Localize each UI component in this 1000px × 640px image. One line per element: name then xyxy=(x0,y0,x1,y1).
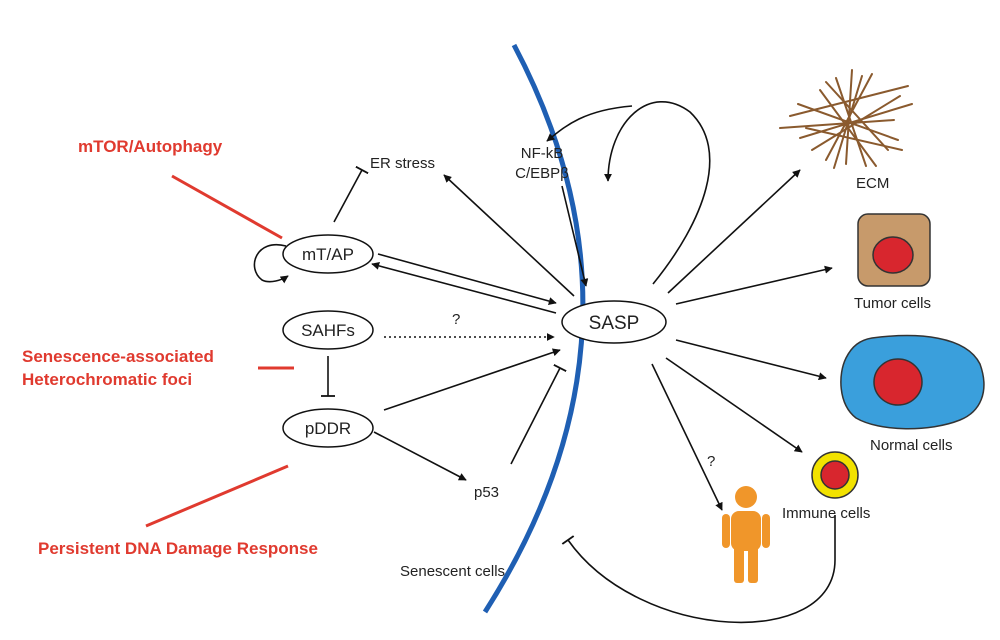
arrow-sasp-to-tumor xyxy=(675,265,833,305)
inhibit-line-p53-sasp xyxy=(510,364,567,465)
node-mtap xyxy=(282,234,374,274)
p53-label: p53 xyxy=(474,484,499,501)
pointer-line-pddr xyxy=(145,464,289,528)
node-sasp-label: SASP xyxy=(589,313,640,334)
tumor-cells-label: Tumor cells xyxy=(854,295,931,312)
arrow-nfkb-to-sasp xyxy=(561,185,589,287)
annotation-sahf-line1: Senescence-associated xyxy=(22,347,214,366)
node-pddr xyxy=(282,408,374,448)
arrow-sasp-to-organism xyxy=(651,363,723,511)
node-pddr-label: pDDR xyxy=(305,419,351,438)
annotation-mtor-autophagy: mTOR/Autophagy xyxy=(78,137,223,156)
arrow-sasp-to-immune xyxy=(665,357,803,453)
arrow-pddr-to-p53 xyxy=(373,431,467,481)
cebp-label: C/EBPβ xyxy=(515,165,569,182)
tumor-nucleus-icon xyxy=(872,236,914,274)
arrow-sasp-to-mtap xyxy=(371,261,557,314)
senescent-cells-label: Senescent cells xyxy=(400,563,505,580)
annotation-pddr: Persistent DNA Damage Response xyxy=(38,539,318,558)
arrow-sasp-to-er-stress xyxy=(443,174,575,297)
inhibit-line-mtap-er-stress xyxy=(333,165,369,223)
annotation-sahf-line2: Heterochromatic foci xyxy=(22,370,192,389)
normal-nucleus-icon xyxy=(873,358,923,406)
ecm-fibers-icon xyxy=(779,69,913,169)
person-icon xyxy=(722,486,770,583)
node-sasp xyxy=(561,300,667,344)
normal-cells-label: Normal cells xyxy=(870,437,953,454)
immune-nucleus-icon xyxy=(820,460,850,490)
arrow-sasp-to-normal xyxy=(675,339,827,381)
immune-cells-label: Immune cells xyxy=(782,505,870,522)
inhibit-line-immune-to-senescent xyxy=(561,515,836,624)
arrow-sasp-to-ecm xyxy=(667,169,801,294)
node-sahfs-label: SAHFs xyxy=(301,321,355,340)
node-mtap-label: mT/AP xyxy=(302,245,354,264)
question-mark-person: ? xyxy=(707,453,715,470)
nfkb-label: NF-kB xyxy=(521,145,564,162)
arrow-pddr-to-sasp xyxy=(383,348,561,411)
feedback-arrow-sasp-to-nfkb xyxy=(604,100,711,285)
arrow-into-nfkb xyxy=(546,105,633,142)
pointer-line-mtor xyxy=(171,174,283,240)
question-mark-sahfs: ? xyxy=(452,311,460,328)
er-stress-label: ER stress xyxy=(370,155,435,172)
self-loop-arrow-mtap xyxy=(253,243,289,284)
ecm-label: ECM xyxy=(856,175,889,192)
node-sahfs xyxy=(282,310,374,350)
arrow-mtap-to-sasp xyxy=(377,253,557,305)
